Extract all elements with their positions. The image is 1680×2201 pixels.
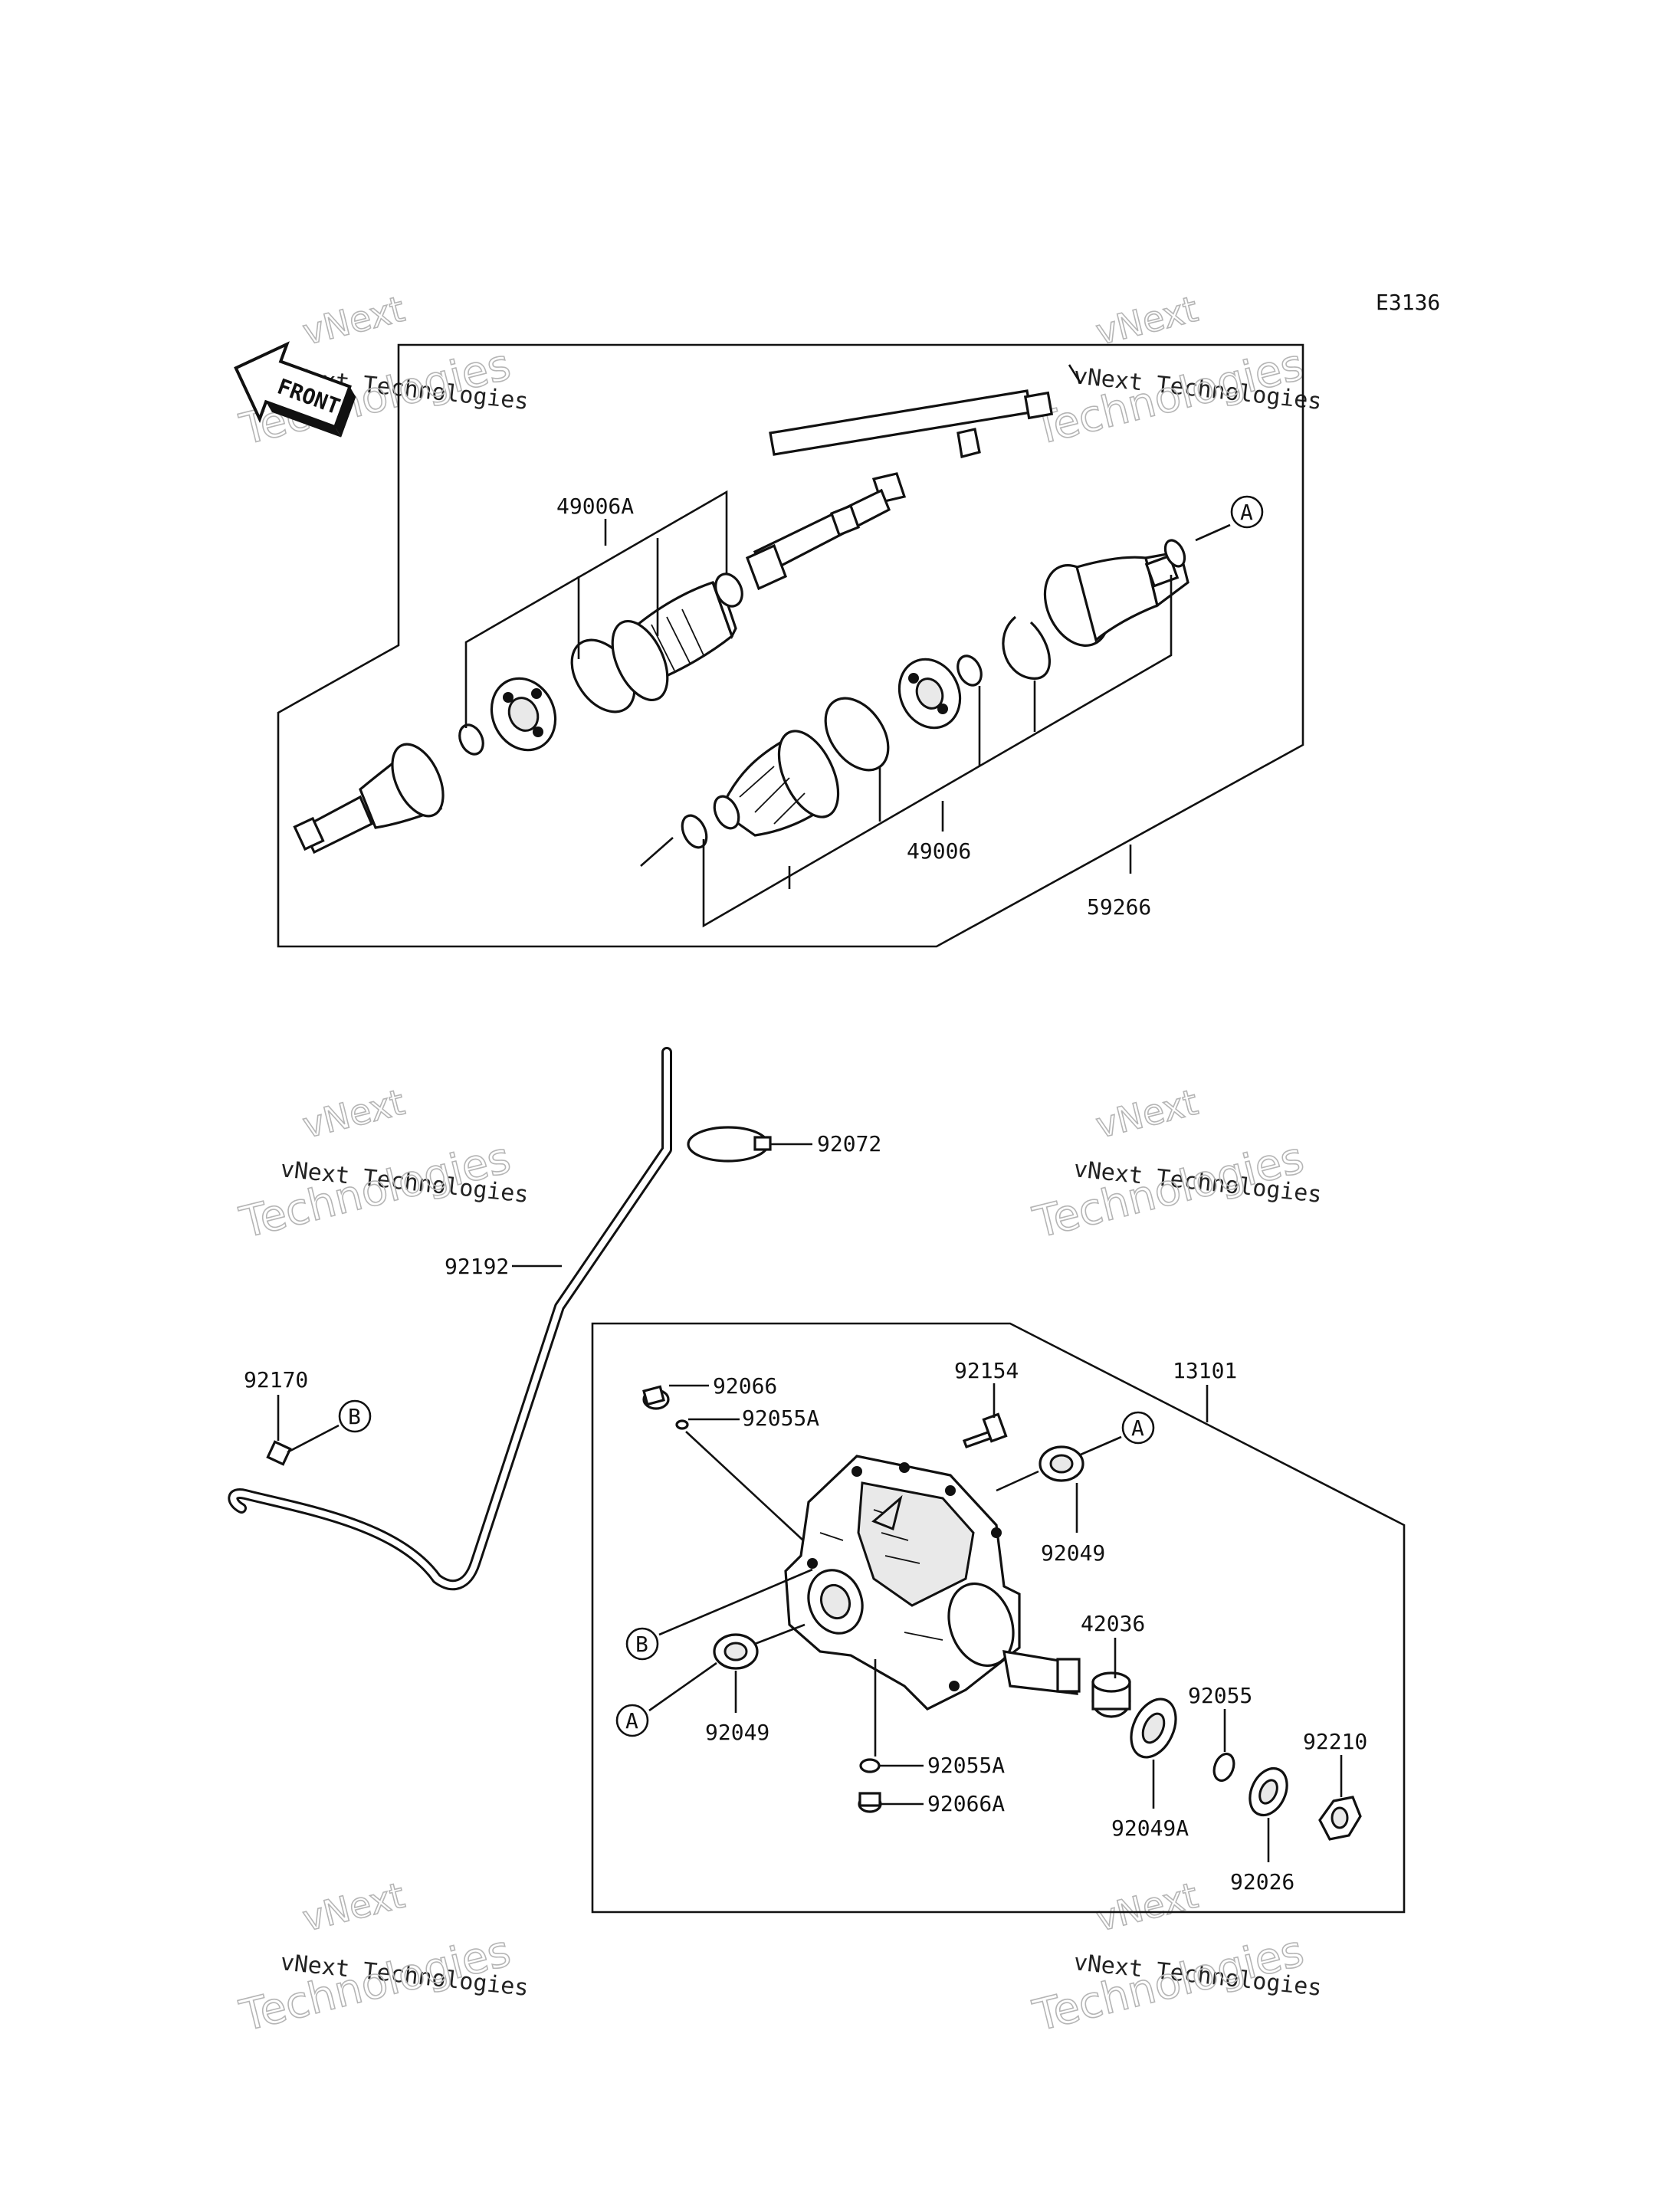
callout-b-housing: B bbox=[625, 1627, 659, 1661]
front-arrow-icon: FRONT bbox=[234, 341, 356, 438]
svg-text:A: A bbox=[1240, 500, 1253, 525]
label-92072: 92072 bbox=[817, 1131, 881, 1156]
label-42036: 42036 bbox=[1081, 1611, 1145, 1636]
leader-b-housing bbox=[658, 1568, 813, 1636]
plug-92066 bbox=[642, 1385, 670, 1410]
washer-92026 bbox=[1249, 1766, 1288, 1817]
small-ring-upper bbox=[714, 572, 743, 608]
leader-a-left bbox=[648, 1661, 717, 1712]
label-92026: 92026 bbox=[1230, 1869, 1294, 1894]
leader-92055a-top-housing bbox=[685, 1431, 804, 1541]
o-ring-92055 bbox=[1212, 1752, 1235, 1783]
label-92055: 92055 bbox=[1188, 1683, 1252, 1708]
watermark-mid-right: vNext vNext Technologies Technologies bbox=[1028, 1081, 1323, 1249]
svg-text:Technologies: Technologies bbox=[235, 1926, 516, 2041]
leader-seal-housing-left bbox=[754, 1623, 806, 1645]
svg-text:vNext: vNext bbox=[299, 288, 409, 353]
svg-text:vNext: vNext bbox=[299, 1875, 409, 1940]
final-drive-housing bbox=[784, 1455, 1081, 1711]
leader-a-right bbox=[1080, 1435, 1122, 1456]
label-49006: 49006 bbox=[907, 838, 971, 864]
label-92049A: 92049A bbox=[1111, 1816, 1189, 1841]
snap-ring-left bbox=[458, 723, 484, 756]
label-92066: 92066 bbox=[713, 1373, 777, 1399]
axle-assembly-frame bbox=[277, 343, 1304, 948]
cv-boot-lower bbox=[713, 730, 840, 837]
oil-seal-92049-right bbox=[1039, 1445, 1084, 1482]
leader-b-hose bbox=[287, 1424, 340, 1454]
svg-text:A: A bbox=[625, 1708, 638, 1734]
svg-text:Technologies: Technologies bbox=[1029, 1133, 1309, 1248]
svg-text:vNext: vNext bbox=[299, 1081, 409, 1146]
hose-clamp bbox=[687, 1126, 772, 1163]
svg-text:Technologies: Technologies bbox=[1029, 339, 1309, 454]
nut-92210 bbox=[1318, 1796, 1362, 1841]
label-92055A-top: 92055A bbox=[742, 1406, 819, 1431]
label-92192: 92192 bbox=[445, 1254, 509, 1279]
washer-92055a-top bbox=[675, 1419, 689, 1430]
label-92170: 92170 bbox=[244, 1367, 308, 1392]
snap-ring-a bbox=[1163, 539, 1186, 568]
breather-hose bbox=[228, 1047, 672, 1591]
label-13101: 13101 bbox=[1173, 1358, 1237, 1383]
leaders-top bbox=[464, 364, 1231, 928]
label-92055A-bottom: 92055A bbox=[927, 1753, 1005, 1778]
open-clip bbox=[1002, 615, 1051, 680]
cv-joint-inner bbox=[1043, 550, 1189, 647]
cv-bearing-left bbox=[490, 677, 557, 752]
bolt-92154 bbox=[962, 1412, 1008, 1449]
svg-text:vNext: vNext bbox=[1092, 1875, 1202, 1940]
cv-joint-outer bbox=[293, 743, 445, 854]
callout-a-left: A bbox=[615, 1704, 649, 1737]
callout-b-hose: B bbox=[338, 1399, 372, 1433]
label-92049-left: 92049 bbox=[705, 1720, 769, 1745]
final-drive-frame bbox=[591, 1322, 1406, 1914]
label-49006A: 49006A bbox=[556, 494, 634, 519]
oil-seal-92049-left bbox=[713, 1633, 759, 1670]
watermark-bottom-right: vNext vNext Technologies Technologies bbox=[1028, 1874, 1323, 2042]
watermark-bottom-left: vNext vNext Technologies Technologies bbox=[235, 1874, 530, 2042]
label-59266: 59266 bbox=[1087, 894, 1151, 920]
label-92154: 92154 bbox=[954, 1358, 1019, 1383]
sleeve-42036 bbox=[1091, 1671, 1131, 1718]
svg-text:A: A bbox=[1131, 1415, 1144, 1441]
callout-a-right: A bbox=[1121, 1411, 1155, 1445]
svg-text:vNext: vNext bbox=[1092, 288, 1202, 353]
label-92210: 92210 bbox=[1303, 1729, 1367, 1754]
svg-text:B: B bbox=[635, 1632, 648, 1657]
plug-92066a bbox=[858, 1792, 882, 1813]
watermark-mid-left: vNext vNext Technologies Technologies bbox=[235, 1081, 530, 1249]
svg-text:Technologies: Technologies bbox=[235, 1133, 516, 1248]
washer-92055a-bottom bbox=[859, 1758, 881, 1773]
small-ring-lower bbox=[681, 814, 708, 849]
svg-text:Technologies: Technologies bbox=[1029, 1926, 1309, 2041]
label-92066A: 92066A bbox=[927, 1791, 1005, 1816]
axle-shaft bbox=[745, 389, 1054, 591]
callout-a-top: A bbox=[1230, 495, 1264, 529]
svg-text:B: B bbox=[348, 1404, 361, 1429]
leader-seal-housing-right bbox=[996, 1470, 1039, 1492]
snap-ring-right bbox=[956, 654, 983, 687]
diagram-code: E3136 bbox=[1376, 290, 1440, 315]
cv-bearing-right bbox=[897, 658, 962, 730]
label-92049-right: 92049 bbox=[1041, 1540, 1105, 1566]
oil-seal-92049a bbox=[1130, 1697, 1177, 1759]
svg-text:vNext: vNext bbox=[1092, 1081, 1202, 1146]
